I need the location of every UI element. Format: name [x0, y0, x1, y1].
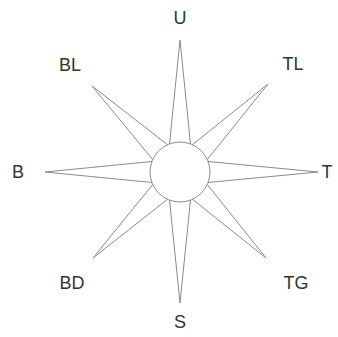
direction-label: BL	[59, 56, 81, 74]
direction-label: S	[174, 313, 186, 331]
compass-star	[45, 40, 318, 303]
direction-label: BD	[59, 274, 84, 292]
direction-label: B	[12, 163, 24, 181]
compass-hub	[150, 142, 210, 202]
direction-label: TG	[284, 274, 309, 292]
direction-label: TL	[282, 55, 303, 73]
direction-label: U	[174, 9, 187, 27]
direction-label: T	[322, 163, 333, 181]
